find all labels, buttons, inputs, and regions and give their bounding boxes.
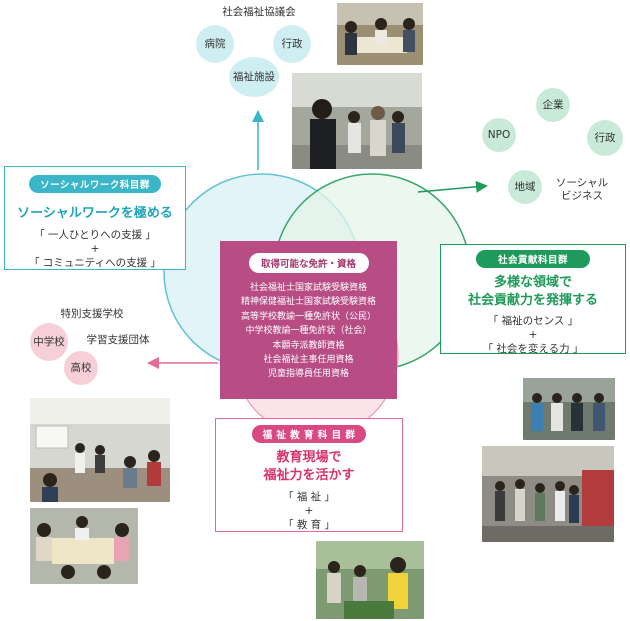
bubble-npo: NPO bbox=[482, 118, 516, 152]
arrow-right bbox=[417, 180, 488, 193]
special-school-label: 特別支援学校 bbox=[60, 308, 124, 320]
bubble-high-school: 高校 bbox=[64, 351, 98, 385]
social-contribution-title: 多様な領域で 社会貢献力を発揮する bbox=[441, 274, 625, 309]
bubble-company: 企業 bbox=[536, 88, 570, 122]
welfare-education-title-line-2: 福祉力を活かす bbox=[263, 467, 355, 483]
photo-street-walk bbox=[482, 446, 614, 542]
social-contribution-header: 社会貢献科目群 bbox=[476, 250, 590, 268]
qualification-item: 社会福祉士国家試験受験資格 bbox=[249, 283, 367, 293]
welfare-education-box: 福 祉 教 育 科 目 群 教育現場で 福祉力を活かす 「 福 祉 」 + 「 … bbox=[215, 418, 403, 532]
top-group-title: 社会福祉協議会 bbox=[222, 6, 296, 18]
social-work-header: ソーシャルワーク科目群 bbox=[29, 175, 161, 193]
photo-community-visit bbox=[292, 73, 422, 169]
bubble-government-right: 行政 bbox=[587, 120, 623, 156]
social-contribution-title-line-1: 多様な領域で bbox=[493, 275, 572, 290]
photo-meeting bbox=[337, 3, 423, 65]
learning-support-label: 学習支援団体 bbox=[86, 334, 150, 346]
bubble-community: 地域 bbox=[508, 170, 542, 204]
welfare-education-line-3: 「 教 育 」 bbox=[282, 519, 335, 532]
social-work-box: ソーシャルワーク科目群 ソーシャルワークを極める 「 一人ひとりへの支援 」 +… bbox=[4, 166, 186, 270]
social-business-label: ソーシャル ビジネス bbox=[555, 177, 609, 203]
social-contribution-line-2: + bbox=[528, 329, 538, 342]
welfare-education-header: 福 祉 教 育 科 目 群 bbox=[252, 425, 366, 443]
welfare-education-title: 教育現場で 福祉力を活かす bbox=[216, 449, 402, 484]
social-contribution-line-3: 「 社会を変える力 」 bbox=[482, 343, 584, 356]
qualifications-header: 取得可能な免許・資格 bbox=[248, 253, 369, 273]
qualification-item: 児童指導員任用資格 bbox=[267, 369, 349, 380]
bubble-government-top: 行政 bbox=[273, 25, 311, 63]
bubble-hospital: 病院 bbox=[196, 25, 234, 63]
welfare-education-title-line-1: 教育現場で bbox=[276, 450, 342, 465]
welfare-education-line-2: + bbox=[304, 505, 314, 518]
social-contribution-box: 社会貢献科目群 多様な領域で 社会貢献力を発揮する 「 福祉のセンス 」 + 「… bbox=[440, 244, 626, 356]
photo-volunteers bbox=[523, 378, 615, 440]
qualification-item: 本願寺派教師資格 bbox=[272, 340, 345, 351]
qualification-item: 社会福祉主事任用資格 bbox=[263, 354, 354, 365]
qualification-item: 精神保健福祉士国家試験受験資格 bbox=[240, 297, 376, 308]
social-work-line-3: 「 コミュニティへの支援 」 bbox=[28, 257, 162, 270]
social-work-title: ソーシャルワークを極める bbox=[17, 206, 173, 221]
bubble-junior-high: 中学校 bbox=[30, 323, 68, 361]
social-work-line-1: 「 一人ひとりへの支援 」 bbox=[34, 229, 156, 241]
qualification-item: 高等学校教諭一種免許状（公民） bbox=[240, 311, 376, 322]
qualification-item: 中学校教諭一種免許状（社会） bbox=[245, 326, 372, 337]
photo-group-work bbox=[30, 508, 138, 584]
photo-students-outdoor bbox=[316, 541, 424, 619]
welfare-education-line-1: 「 福 祉 」 bbox=[282, 491, 335, 504]
qualifications-panel: 取得可能な免許・資格 社会福祉士国家試験受験資格 精神保健福祉士国家試験受験資格… bbox=[220, 241, 397, 399]
social-contribution-line-1: 「 福祉のセンス 」 bbox=[487, 315, 579, 328]
bubble-welfare-facility: 福祉施設 bbox=[229, 57, 279, 97]
social-work-line-2: + bbox=[90, 243, 100, 256]
photo-classroom bbox=[30, 398, 170, 502]
social-contribution-title-line-2: 社会貢献力を発揮する bbox=[467, 292, 598, 308]
